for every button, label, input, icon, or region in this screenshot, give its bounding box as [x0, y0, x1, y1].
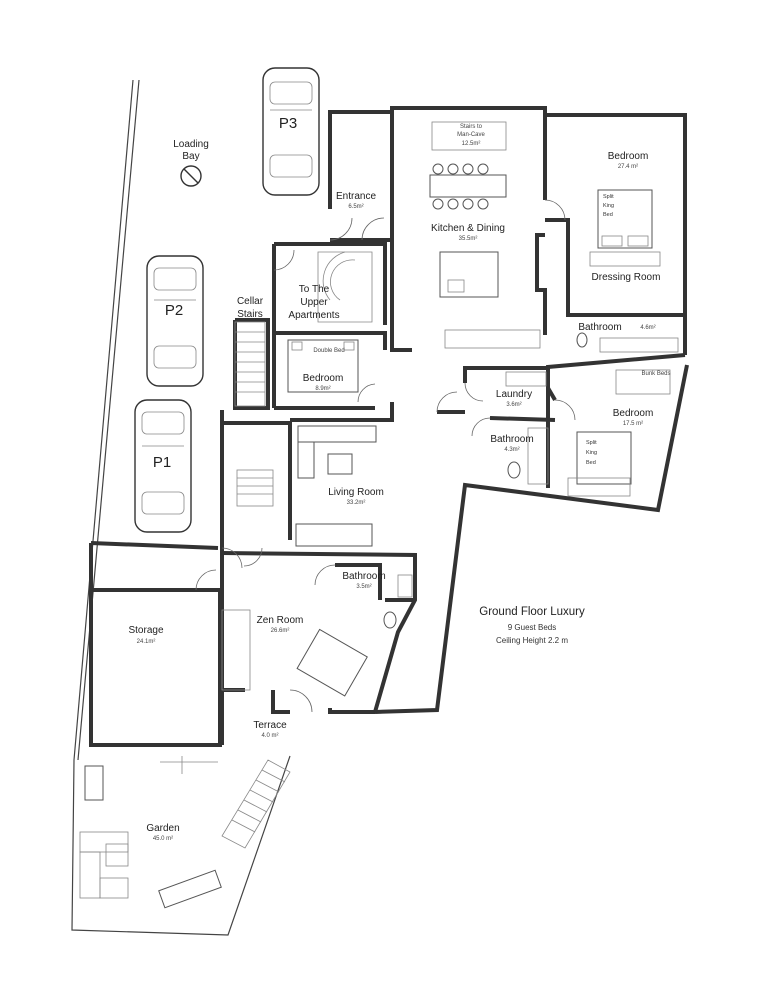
- zen-room-label: Zen Room: [256, 615, 304, 626]
- kitchen-dining-label: Kitchen & Dining: [431, 223, 505, 234]
- bathroom-mid-area: 4.3m²: [504, 447, 520, 453]
- kitchen-island: [439, 251, 499, 298]
- loading-bay-label: Loading Bay: [173, 139, 209, 162]
- living-room-label: Living Room: [328, 487, 384, 498]
- kitchen-counter: [444, 329, 541, 349]
- zen-mat: [221, 609, 368, 697]
- bathroom-small-label: Bathroom: [342, 571, 386, 582]
- upper-apartments-l2: Upper: [300, 297, 328, 308]
- entrance-label: Entrance: [335, 191, 377, 202]
- stairs-mancave-line1: Stairs to: [459, 124, 483, 130]
- garden-area: 45.0 m²: [152, 836, 174, 842]
- upper-apartments-l3: Apartments: [288, 310, 340, 321]
- cellar-stairs-l1: Cellar: [236, 296, 264, 307]
- split-bed-1-l3: Bed: [603, 212, 613, 218]
- laundry-area: 3.6m²: [506, 402, 522, 408]
- stairs-mancave-line2: Man-Cave: [457, 132, 485, 138]
- bedroom-bunk-area: 17.5 m²: [622, 421, 644, 427]
- living-sofa: [295, 425, 377, 547]
- door-swings: [195, 199, 576, 713]
- no-parking-sign-icon: [180, 165, 202, 187]
- bedroom-double-area: 8.9m²: [315, 386, 331, 392]
- dining-table: [429, 163, 507, 210]
- bedroom-main-label: Bedroom: [607, 151, 649, 162]
- bedroom-main-area: 27.4 m²: [617, 164, 639, 170]
- double-bed: [287, 339, 359, 393]
- split-bed-1-l2: King: [603, 203, 615, 209]
- living-room-area: 33.2m²: [346, 500, 366, 506]
- bathroom-small-fixtures: [383, 574, 413, 629]
- guest-beds-note: 9 Guest Beds: [507, 623, 557, 632]
- parking-label-p1: P1: [152, 454, 172, 471]
- stairs-mancave-area: 12.5m²: [461, 141, 481, 147]
- small-stairs-living: [236, 469, 274, 507]
- kitchen-dining-area: 35.5m²: [458, 236, 478, 242]
- cellar-stairs-l2: Stairs: [237, 309, 263, 320]
- zen-room-area: 26.6m²: [270, 628, 290, 634]
- spiral-stairs-upper: [317, 251, 373, 323]
- laundry-counter: [505, 371, 547, 387]
- bathroom-main-area: 4.6m²: [640, 325, 656, 331]
- bedroom-double-label: Bedroom: [302, 373, 344, 384]
- split-bed-1-l1: Split: [603, 194, 614, 200]
- split-king-bed-second: [567, 431, 632, 497]
- garden-furniture: [79, 756, 222, 909]
- split-bed-2-l2: King: [586, 450, 598, 456]
- car-p2-icon: [146, 255, 204, 387]
- bathroom-small-area: 3.5m²: [356, 584, 372, 590]
- dressing-room-label: Dressing Room: [591, 272, 661, 283]
- bedroom-bunk-label: Bedroom: [612, 408, 654, 419]
- double-bed-label: Double Bed: [313, 348, 345, 354]
- laundry-label: Laundry: [495, 389, 533, 400]
- parking-label-p2: P2: [164, 302, 184, 319]
- terrace-label: Terrace: [253, 720, 287, 731]
- garden-label: Garden: [146, 823, 180, 834]
- parking-label-p3: P3: [278, 115, 298, 132]
- wardrobe: [589, 251, 661, 267]
- stairs-to-mancave: [431, 121, 507, 151]
- bunk-beds-label: Bunk Beds: [641, 371, 671, 377]
- ceiling-height-note: Ceiling Height 2.2 m: [495, 636, 569, 645]
- split-bed-2-l3: Bed: [586, 460, 596, 466]
- floor-title: Ground Floor Luxury: [479, 606, 585, 618]
- bunk-beds: [615, 369, 671, 395]
- split-bed-2-l1: Split: [586, 440, 597, 446]
- bathroom-main-label: Bathroom: [578, 322, 622, 333]
- garden-stairs: [221, 759, 291, 849]
- car-p3-icon: [262, 67, 320, 196]
- car-p1-icon: [134, 399, 192, 533]
- upper-apartments-l1: To The: [298, 284, 330, 295]
- bathroom-mid-label: Bathroom: [490, 434, 534, 445]
- entrance-area: 6.5m²: [348, 204, 364, 210]
- cellar-stairs: [234, 321, 266, 407]
- split-king-bed-main: [597, 189, 653, 249]
- storage-area: 24.1m²: [136, 639, 156, 645]
- terrace-area: 4.0 m²: [261, 733, 279, 739]
- storage-label: Storage: [128, 625, 164, 636]
- property-boundary-line: [71, 79, 291, 936]
- bathroom-mid-fixtures: [507, 427, 549, 485]
- bathroom-main-fixtures: [576, 332, 679, 353]
